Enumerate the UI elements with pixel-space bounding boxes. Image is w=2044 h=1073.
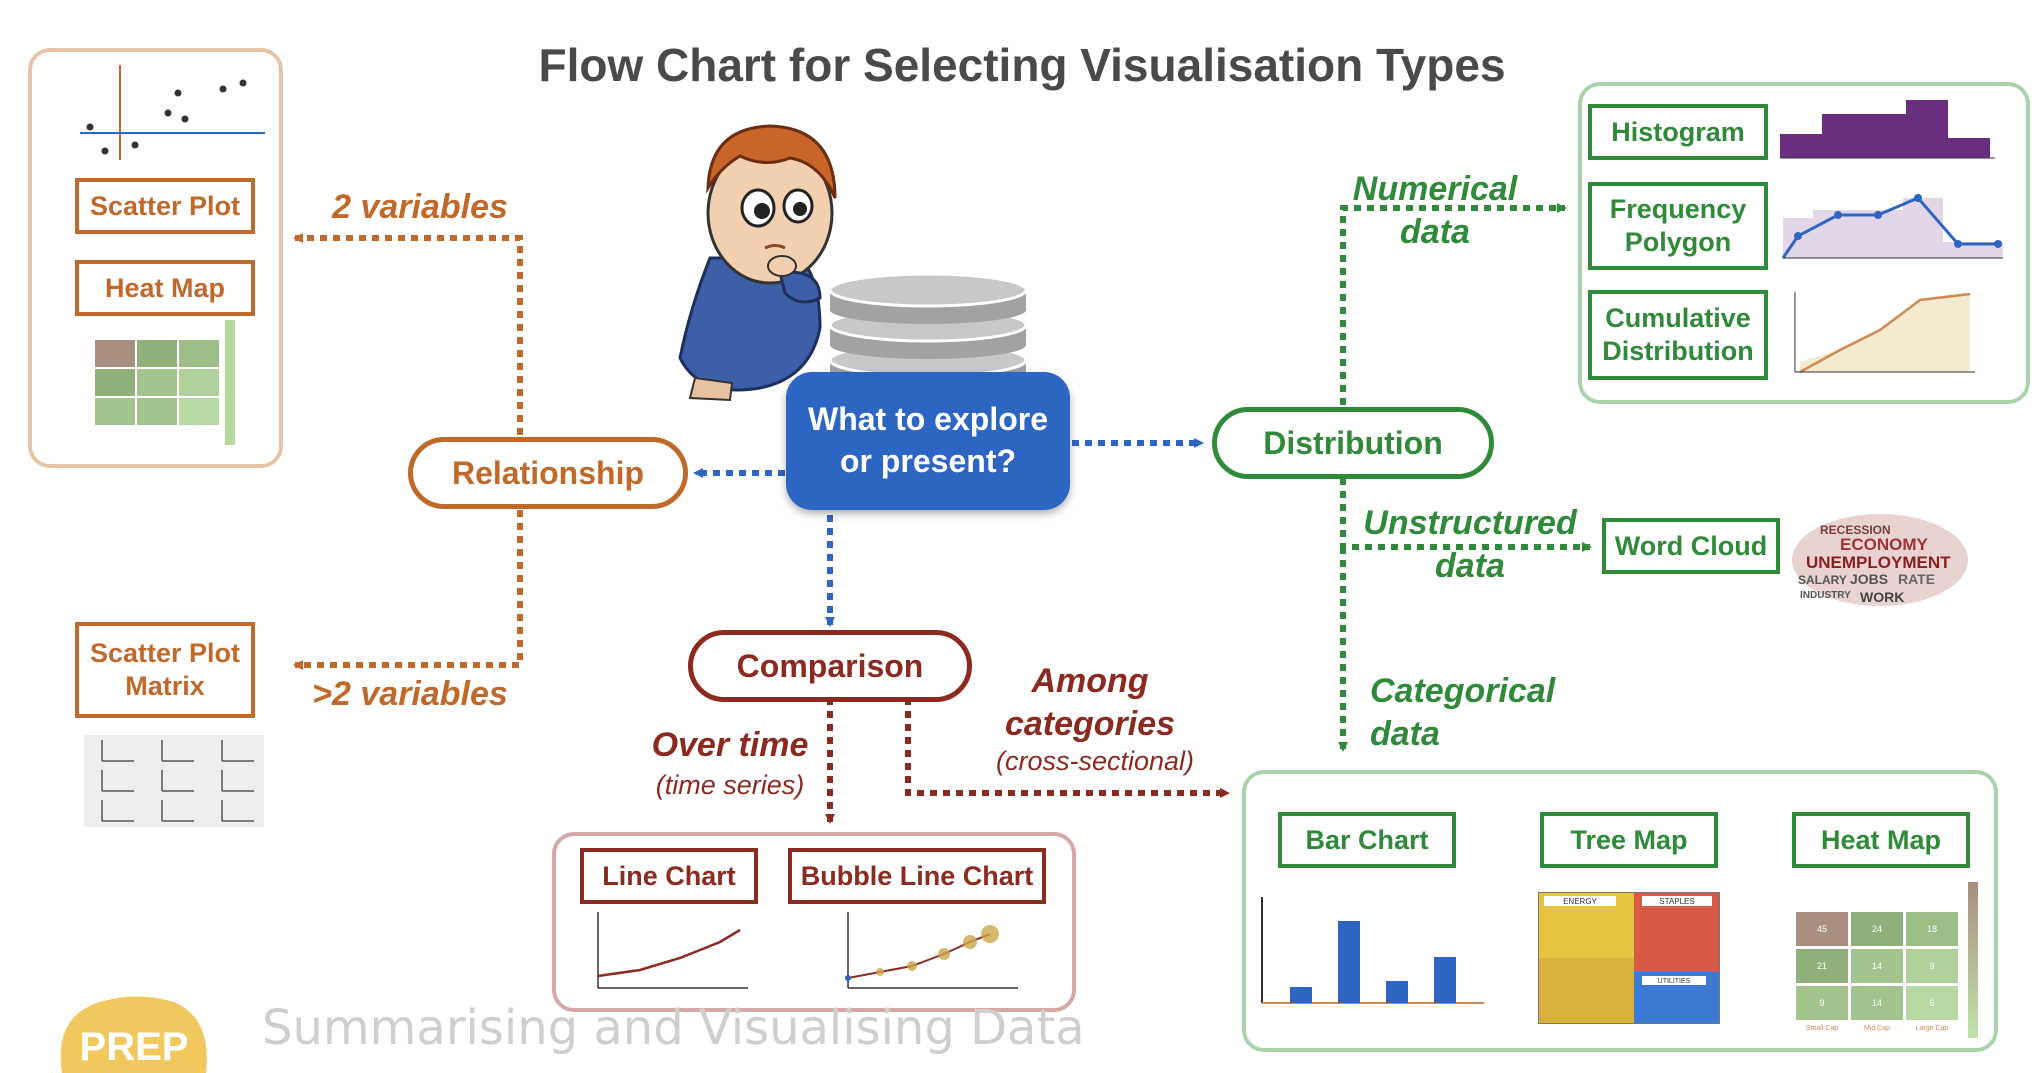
bar-chart-label[interactable]: Bar Chart xyxy=(1278,812,1456,868)
heatmap-cell-4: 21 xyxy=(1817,961,1827,971)
heat-map-label-comparison[interactable]: Heat Map xyxy=(1792,812,1970,868)
freq-line-2: Polygon xyxy=(1624,227,1732,257)
word-cloud-word-8: WORK xyxy=(1860,589,1904,605)
word-cloud-word-6: RATE xyxy=(1898,571,1935,587)
scatter-plot-matrix-label[interactable]: Scatter Plot Matrix xyxy=(75,622,255,718)
page-title: Flow Chart for Selecting Visualisation T… xyxy=(538,39,1506,91)
categorical-data-label: Categorical data xyxy=(1370,670,1580,755)
heat-map-thumbnail-small xyxy=(95,320,235,445)
among-line-1: Among xyxy=(1031,662,1149,700)
heatmap-cell-5: 14 xyxy=(1872,961,1882,971)
word-cloud-label[interactable]: Word Cloud xyxy=(1602,518,1780,574)
numerical-line-2: data xyxy=(1400,212,1470,251)
two-variables-label: 2 variables xyxy=(332,188,508,226)
heatmap-cell-2: 24 xyxy=(1872,924,1882,934)
footer-title: Summarising and Visualising Data xyxy=(262,1000,1085,1056)
histogram-label[interactable]: Histogram xyxy=(1588,104,1768,160)
cum-line-1: Cumulative xyxy=(1605,303,1751,334)
spm-line-1: Scatter Plot xyxy=(89,638,241,669)
numerical-data-label: Numerical data xyxy=(1330,168,1540,253)
arrow-among-categories xyxy=(905,698,1230,798)
treemap-staples: STAPLES xyxy=(1659,897,1694,906)
relationship-node[interactable]: Relationship xyxy=(408,437,688,509)
heatmap-col-3: Large Cap xyxy=(1916,1025,1949,1032)
arrow-numerical xyxy=(1340,203,1567,405)
word-cloud-word-7: INDUSTRY xyxy=(1800,590,1851,601)
among-categories-label: Among categories xyxy=(980,660,1200,745)
distribution-node[interactable]: Distribution xyxy=(1212,407,1494,479)
word-cloud-word-1: RECESSION xyxy=(1820,523,1891,537)
word-cloud-word-2: ECONOMY xyxy=(1840,535,1929,554)
bubble-line-chart-thumbnail xyxy=(845,912,1018,989)
categorical-line-2: data xyxy=(1370,714,1440,753)
line-chart-thumbnail xyxy=(597,912,748,989)
categorical-line-1: Categorical xyxy=(1370,672,1556,710)
heatmap-col-1: Small Cap xyxy=(1806,1025,1838,1032)
scatter-plot-label[interactable]: Scatter Plot xyxy=(75,178,255,234)
word-cloud-word-5: JOBS xyxy=(1850,571,1888,587)
heat-map-label-relationship[interactable]: Heat Map xyxy=(75,260,255,316)
tree-map-thumbnail: ENERGY STAPLES UTILITIES xyxy=(1538,892,1720,1024)
center-line-1: What to explore xyxy=(807,401,1048,438)
heatmap-col-2: Mid Cap xyxy=(1864,1025,1890,1032)
frequency-polygon-thumbnail xyxy=(1781,194,2003,259)
freq-line-1: Frequency xyxy=(1609,194,1747,225)
unstructured-line-2: data xyxy=(1435,546,1505,585)
heatmap-cell-1: 45 xyxy=(1817,924,1827,934)
comparison-node[interactable]: Comparison xyxy=(688,630,972,702)
more-variables-label: >2 variables xyxy=(312,675,508,713)
word-cloud-word-3: UNEMPLOYMENT xyxy=(1806,553,1951,572)
unstructured-line-1: Unstructured xyxy=(1363,504,1577,542)
frequency-polygon-label[interactable]: Frequency Polygon xyxy=(1588,182,1768,270)
word-cloud-word-4: SALARY xyxy=(1798,573,1847,587)
center-line-2: or present? xyxy=(839,443,1017,479)
word-cloud-thumbnail: RECESSION ECONOMY UNEMPLOYMENT SALARY JO… xyxy=(1792,514,1968,606)
heatmap-cell-7: 9 xyxy=(1819,998,1824,1008)
histogram-thumbnail xyxy=(1780,100,1995,159)
heatmap-cell-6: 9 xyxy=(1929,961,1934,971)
over-time-label: Over time xyxy=(651,726,809,764)
unstructured-data-label: Unstructured data xyxy=(1350,502,1590,587)
heat-map-thumbnail: 45 24 18 21 14 9 9 14 6 Small Cap Mid Ca… xyxy=(1796,882,1978,1038)
scatter-plot-matrix-thumbnail xyxy=(84,735,264,827)
thinking-boy-icon xyxy=(678,124,837,402)
cumulative-distribution-label[interactable]: Cumulative Distribution xyxy=(1588,290,1768,380)
treemap-energy: ENERGY xyxy=(1563,897,1597,906)
bar-chart-thumbnail xyxy=(1261,897,1484,1004)
heatmap-cell-8: 14 xyxy=(1872,998,1882,1008)
among-sub-label: (cross-sectional) xyxy=(995,746,1195,776)
over-time-sub-label: (time series) xyxy=(655,770,805,800)
prep-logo: PREP xyxy=(60,996,207,1073)
heatmap-cell-9: 6 xyxy=(1929,998,1934,1008)
scatter-plot-thumbnail xyxy=(80,65,265,160)
among-line-2: categories xyxy=(1004,704,1176,743)
center-question-node[interactable]: What to explore or present? xyxy=(786,372,1070,510)
arrow-two-variables xyxy=(293,233,523,435)
cumulative-distribution-thumbnail xyxy=(1794,292,1975,374)
cum-line-2: Distribution xyxy=(1602,336,1754,366)
treemap-utilities: UTILITIES xyxy=(1658,978,1691,985)
bubble-line-chart-label[interactable]: Bubble Line Chart xyxy=(788,848,1046,904)
line-chart-label[interactable]: Line Chart xyxy=(580,848,758,904)
spm-line-2: Matrix xyxy=(125,671,205,701)
tree-map-label[interactable]: Tree Map xyxy=(1540,812,1718,868)
prep-logo-text: PREP xyxy=(80,1025,189,1069)
numerical-line-1: Numerical xyxy=(1352,170,1518,208)
arrow-more-variables xyxy=(293,510,523,670)
heatmap-cell-3: 18 xyxy=(1927,924,1937,934)
